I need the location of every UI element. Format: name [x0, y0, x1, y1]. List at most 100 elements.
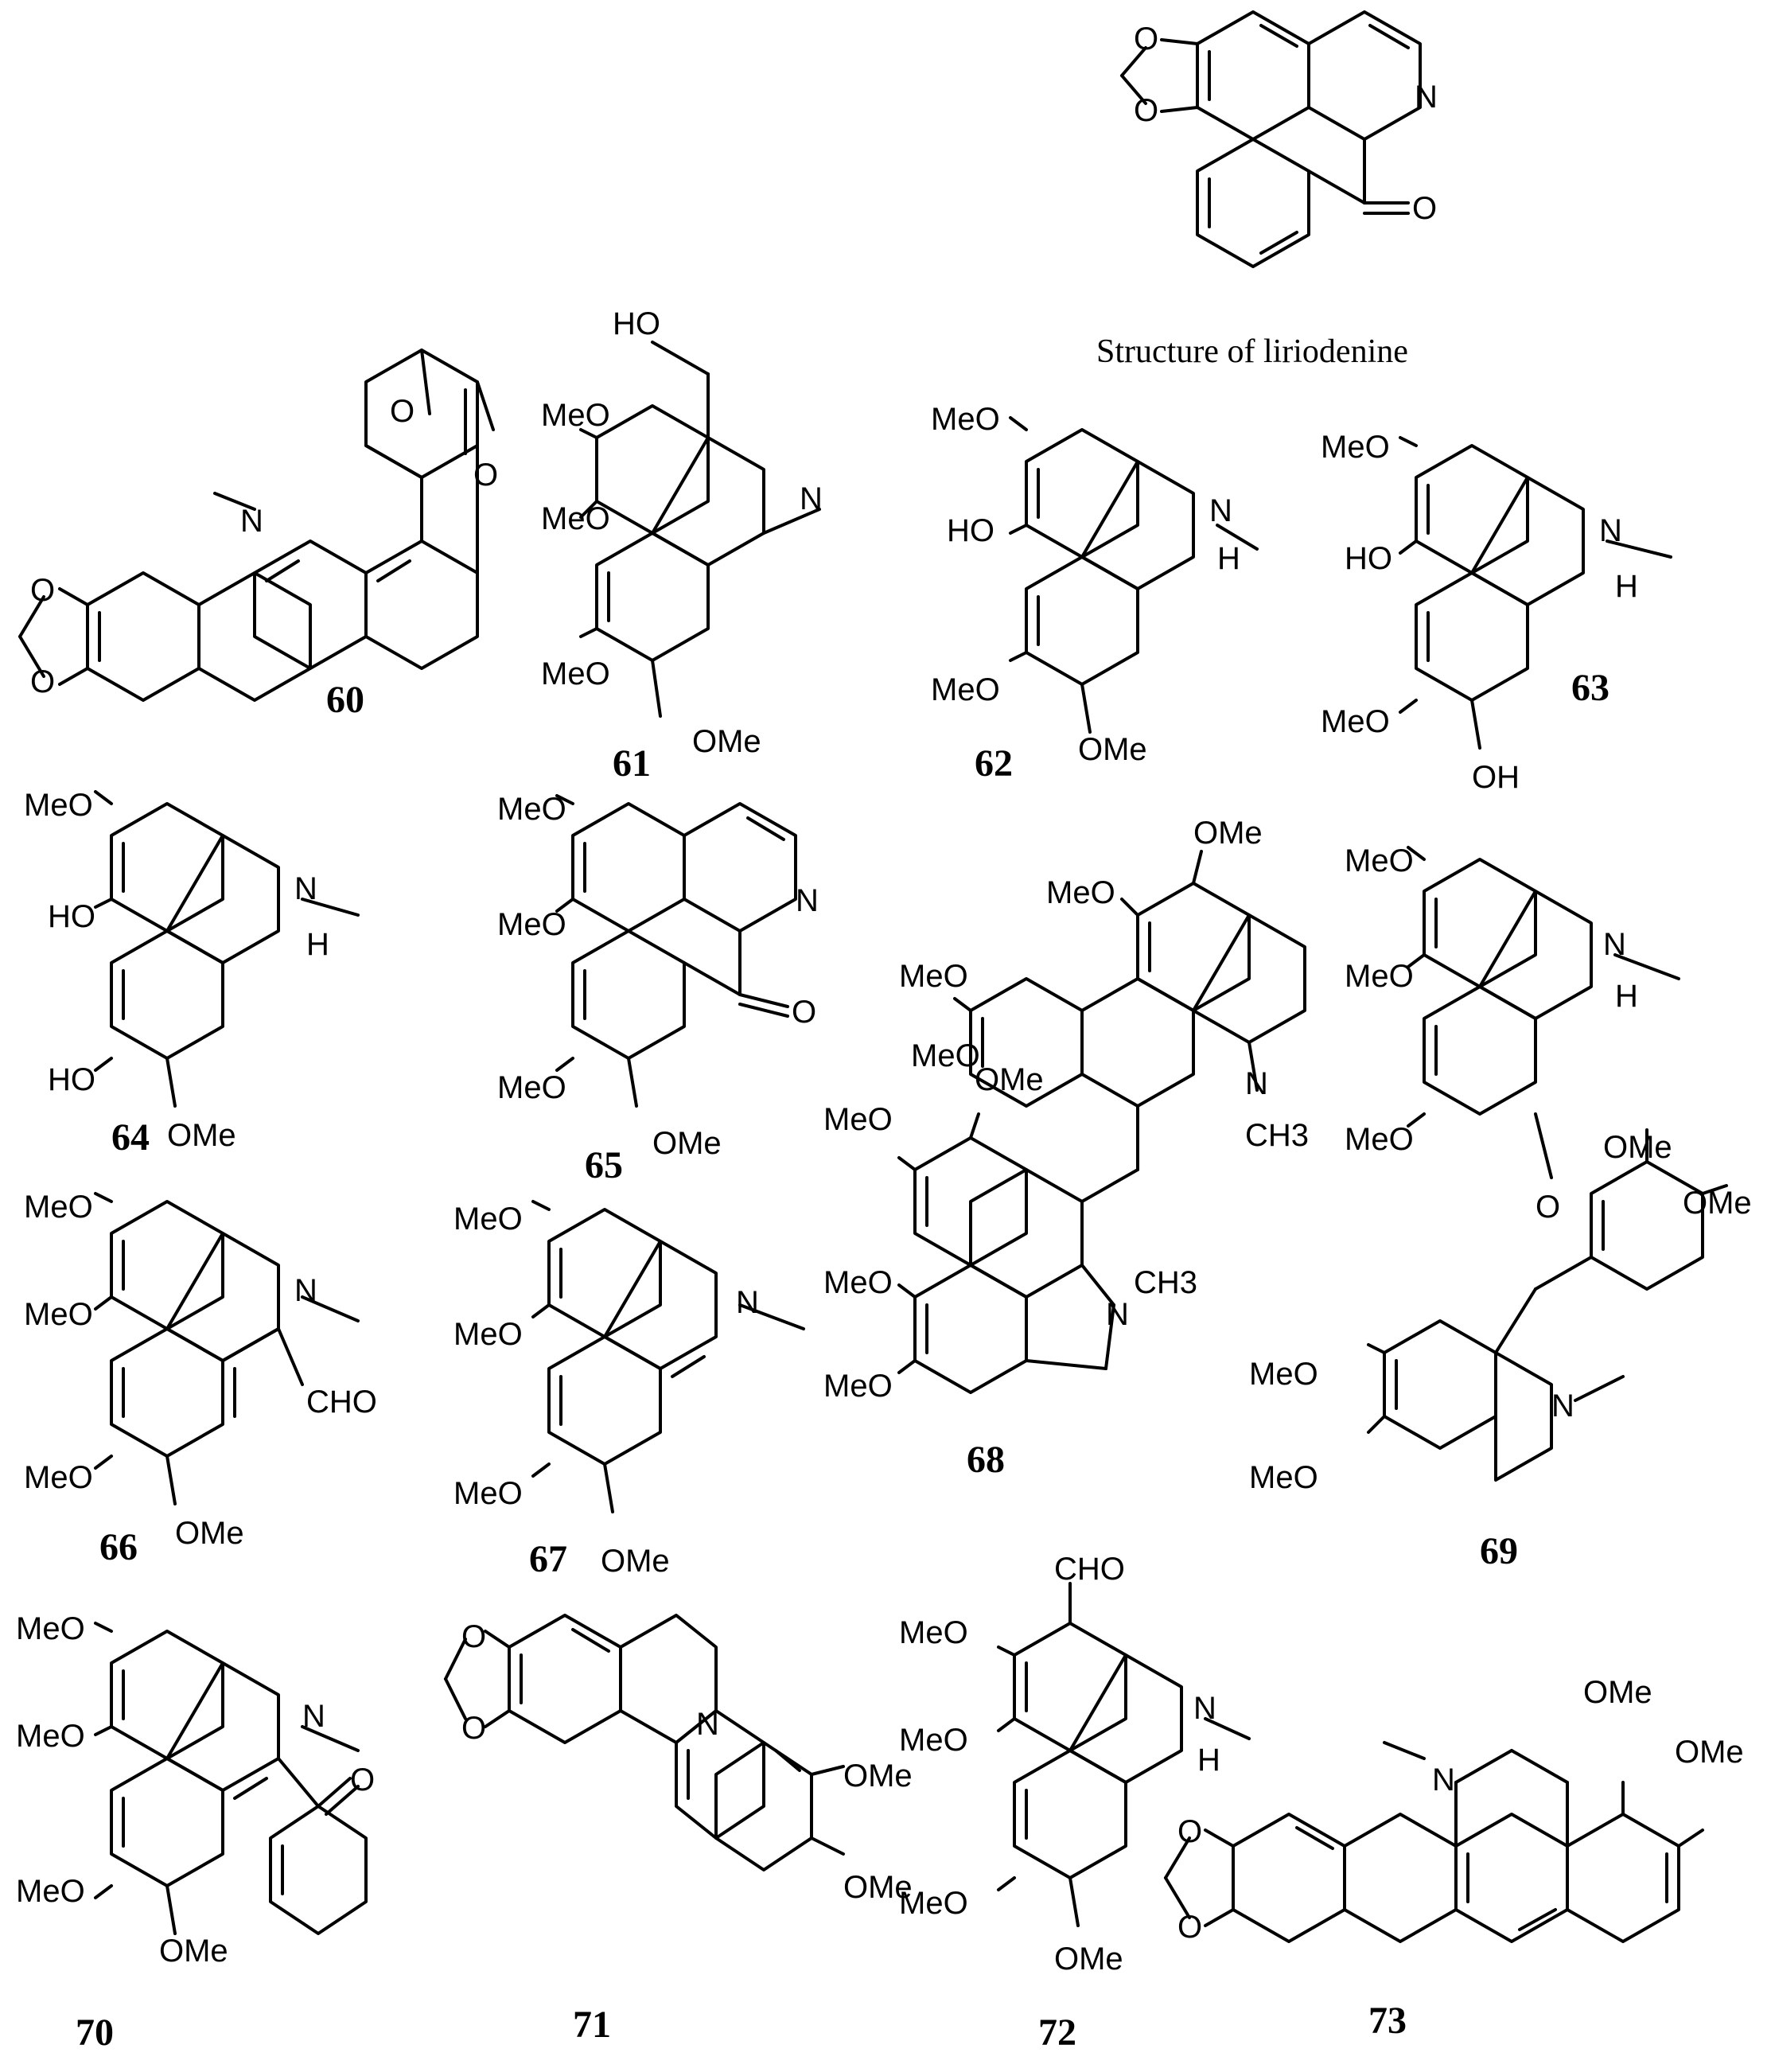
c70-ome: OMe [159, 1934, 228, 1969]
structure-65: MeO MeO N O MeO OMe 65 [497, 792, 819, 1186]
c65-meo3: MeO [497, 1070, 566, 1105]
c72-h: H [1197, 1743, 1220, 1778]
c73-ome2: OMe [1675, 1735, 1744, 1770]
c72-meo3: MeO [899, 1886, 968, 1921]
c69-meo1: MeO [1345, 843, 1414, 878]
c67-number: 67 [529, 1538, 567, 1580]
c67-n: N [736, 1285, 759, 1320]
c69-meo3: MeO [1345, 1122, 1414, 1157]
c62-number: 62 [975, 742, 1013, 785]
c60-o1: O [30, 573, 55, 608]
c63-oh: OH [1472, 760, 1520, 795]
c64-n: N [294, 871, 317, 906]
c69-n1: N [1603, 927, 1626, 962]
c62-ho: HO [947, 513, 994, 548]
c64-ome: OMe [167, 1118, 236, 1153]
c62-ome: OMe [1078, 732, 1147, 767]
c66-meo3: MeO [24, 1460, 93, 1495]
c68-number: 68 [967, 1439, 1005, 1481]
c71-o1: O [461, 1619, 486, 1654]
c72-meo2: MeO [899, 1723, 968, 1758]
c67-meo2: MeO [453, 1317, 523, 1352]
c68-n2: N [1106, 1297, 1129, 1332]
liriodenine-n: N [1415, 80, 1438, 115]
c64-h: H [306, 927, 329, 962]
c72-meo1: MeO [899, 1615, 968, 1650]
c67-meo1: MeO [453, 1202, 523, 1237]
structure-67: MeO MeO N MeO OMe 67 [453, 1200, 805, 1580]
c69-o: O [1536, 1190, 1560, 1225]
c68-meo4: MeO [823, 1102, 893, 1137]
c68-meo5: MeO [823, 1265, 893, 1300]
c66-meo1: MeO [24, 1190, 93, 1225]
c64-number: 64 [111, 1116, 150, 1159]
c68-ome2: OMe [975, 1062, 1044, 1097]
c66-number: 66 [99, 1526, 138, 1568]
c70-meo1: MeO [16, 1611, 85, 1646]
c63-n: N [1599, 513, 1622, 548]
structure-66: MeO MeO N CHO MeO OMe 66 [24, 1190, 377, 1568]
c73-n: N [1432, 1762, 1455, 1797]
c60-o2: O [30, 664, 55, 699]
c70-number: 70 [76, 2012, 114, 2054]
c68-meo1: MeO [1046, 875, 1115, 910]
c69-meo4: MeO [1249, 1357, 1318, 1392]
c73-ome1: OMe [1583, 1675, 1652, 1710]
c73-o2: O [1177, 1910, 1202, 1945]
liriodenine-ketone-o: O [1412, 191, 1437, 226]
structure-62: MeO HO N H MeO OMe 62 [931, 402, 1259, 785]
liriodenine-o2: O [1134, 93, 1158, 128]
c66-meo2: MeO [24, 1297, 93, 1332]
c65-meo2: MeO [497, 907, 566, 942]
c70-meo2: MeO [16, 1719, 85, 1754]
c71-ome1: OMe [843, 1758, 913, 1794]
c60-o4: O [473, 458, 498, 493]
c72-number: 72 [1038, 2012, 1076, 2054]
c60-n: N [240, 504, 263, 539]
c69-number: 69 [1480, 1530, 1518, 1572]
c68-ch3-2: CH3 [1134, 1265, 1197, 1300]
c61-meo3: MeO [541, 656, 610, 691]
c63-h: H [1615, 569, 1638, 604]
c66-n: N [294, 1273, 317, 1308]
c71-n: N [696, 1707, 719, 1742]
structure-72: CHO MeO MeO N H MeO OMe 72 [899, 1552, 1251, 2054]
c62-h: H [1217, 541, 1240, 576]
c65-number: 65 [585, 1144, 623, 1186]
c71-o2: O [461, 1711, 486, 1746]
structure-73: N OMe OMe O O 73 [1164, 1675, 1744, 2042]
c73-o1: O [1177, 1814, 1202, 1849]
c63-meo2: MeO [1321, 704, 1390, 739]
structure-68: OMe MeO MeO MeO OMe N CH3 MeO MeO MeO N … [823, 816, 1309, 1481]
c70-meo3: MeO [16, 1874, 85, 1909]
c61-ho: HO [613, 306, 660, 341]
c70-o: O [350, 1762, 375, 1797]
c69-meo5: MeO [1249, 1460, 1318, 1495]
c69-h: H [1615, 979, 1638, 1014]
c61-meo1: MeO [541, 398, 610, 433]
c68-meo6: MeO [823, 1369, 893, 1404]
liriodenine-caption: Structure of liriodenine [1096, 333, 1408, 370]
structure-liriodenine: O O N O Structure of liriodenine [1096, 10, 1438, 370]
c64-ho1: HO [48, 899, 95, 934]
structure-70: MeO MeO N O MeO OMe 70 [16, 1611, 375, 2054]
structure-60: N O O O O 60 [18, 349, 498, 721]
c64-ho2: HO [48, 1062, 95, 1097]
structure-63: MeO HO N H MeO OH 63 [1321, 430, 1672, 795]
c63-ho: HO [1345, 541, 1392, 576]
c65-n: N [796, 883, 819, 918]
structure-64: MeO HO N H HO OMe 64 [24, 788, 360, 1159]
c60-number: 60 [326, 679, 364, 721]
c68-meo3: MeO [911, 1038, 980, 1073]
c68-n1: N [1245, 1066, 1268, 1101]
c72-ome: OMe [1054, 1942, 1123, 1977]
c69-ome1: OMe [1603, 1130, 1672, 1165]
c60-o3: O [390, 394, 415, 429]
c62-meo2: MeO [931, 672, 1000, 707]
c69-n2: N [1551, 1388, 1574, 1424]
c63-meo1: MeO [1321, 430, 1390, 465]
c68-ome1: OMe [1193, 816, 1263, 851]
c62-n: N [1209, 493, 1232, 528]
c65-o: O [792, 995, 816, 1030]
